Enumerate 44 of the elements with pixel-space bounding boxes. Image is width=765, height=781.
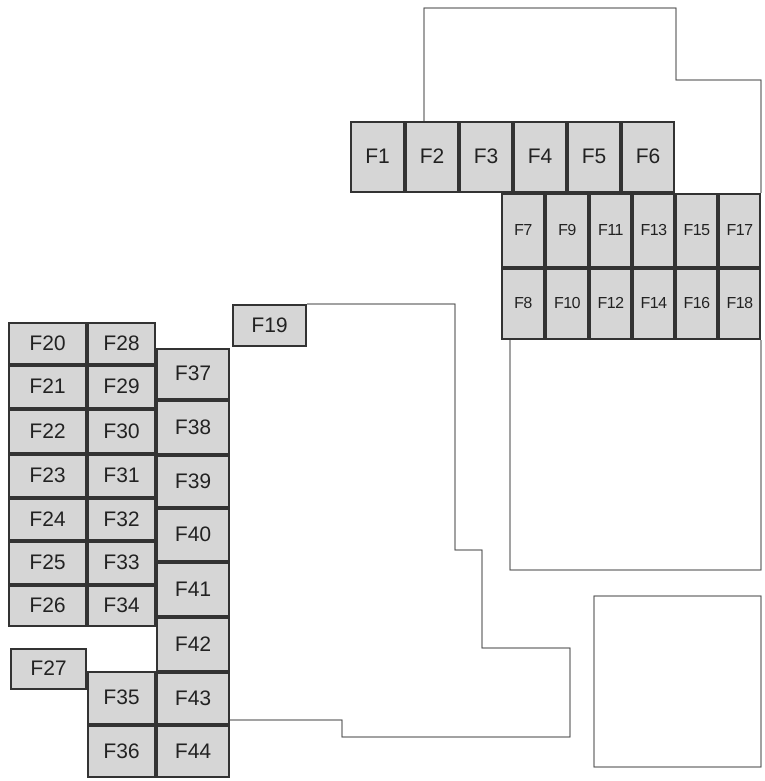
fuse-slot: F38 [156,400,230,455]
fuse-slot: F34 [87,585,156,627]
fuse-slot: F25 [8,541,87,585]
fuse-slot: F4 [513,121,567,193]
fuse-slot: F1 [350,121,405,193]
fuse-slot: F42 [156,617,230,672]
fuse-slot: F41 [156,562,230,617]
fuse-slot: F32 [87,498,156,541]
fuse-slot: F27 [10,648,87,690]
fuse-slot: F19 [232,304,307,347]
fuse-slot: F23 [8,454,87,498]
fuse-slot: F17 [718,193,761,268]
fuse-slot: F22 [8,409,87,454]
fuse-slot: F21 [8,365,87,409]
fuse-slot: F16 [675,268,718,340]
fuse-slot: F15 [675,193,718,268]
fuse-slot: F8 [501,268,545,340]
fuse-slot: F12 [589,268,632,340]
fuse-slot: F7 [501,193,545,268]
fuse-slot: F3 [459,121,513,193]
fuse-slot: F33 [87,541,156,585]
fuse-slot: F18 [718,268,761,340]
fuse-slot: F43 [156,672,230,725]
fuse-slot: F24 [8,498,87,541]
fuse-slot: F2 [405,121,459,193]
fuse-slot: F30 [87,409,156,454]
fuse-slot: F5 [567,121,621,193]
fuse-slot: F13 [632,193,675,268]
fuse-slot: F28 [87,322,156,365]
fuse-slot: F35 [87,671,156,725]
fuse-slot: F37 [156,348,230,400]
fuse-slot: F36 [87,725,156,778]
fuse-slot: F9 [545,193,589,268]
fuse-slot: F40 [156,508,230,562]
fuse-slot: F44 [156,725,230,778]
fuse-slot: F39 [156,455,230,508]
fuse-slot: F10 [545,268,589,340]
fuse-slot: F6 [621,121,675,193]
fuse-slot: F29 [87,365,156,409]
fuse-slot: F26 [8,585,87,627]
fuse-slot: F14 [632,268,675,340]
fuse-slot: F20 [8,322,87,365]
fuse-slot: F11 [589,193,632,268]
fuse-slot: F31 [87,454,156,498]
